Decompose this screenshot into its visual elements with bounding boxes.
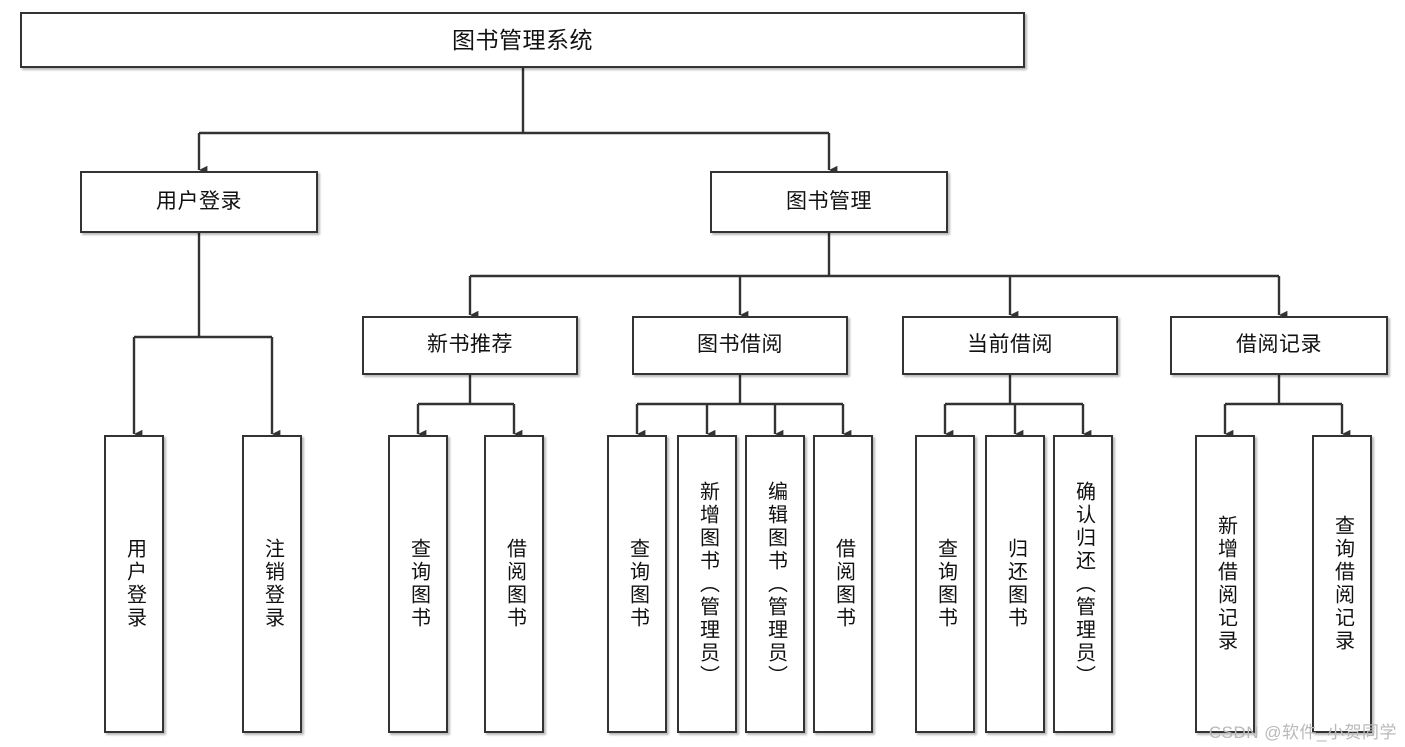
node-label: 注销登录 — [261, 538, 284, 630]
node-leaf-query-book-current[interactable]: 查询图书 — [915, 435, 975, 733]
node-label: 图书管理系统 — [452, 26, 593, 53]
node-label: 查询图书 — [626, 538, 649, 630]
node-leaf-user-login[interactable]: 用户登录 — [104, 435, 164, 733]
node-book-manage[interactable]: 图书管理 — [710, 171, 948, 233]
node-label: 用户登录 — [156, 189, 242, 213]
node-leaf-query-book-rec[interactable]: 查询图书 — [388, 435, 448, 733]
node-label: 当前借阅 — [967, 333, 1053, 357]
node-label: 查询图书 — [934, 538, 957, 630]
node-new-book-recommend[interactable]: 新书推荐 — [362, 316, 578, 375]
node-label: 查询借阅记录 — [1331, 515, 1354, 653]
node-label: 确认归还（管理员） — [1072, 480, 1095, 688]
node-leaf-add-book[interactable]: 新增图书（管理员） — [677, 435, 737, 733]
node-leaf-add-record[interactable]: 新增借阅记录 — [1195, 435, 1255, 733]
node-label: 新增图书（管理员） — [696, 480, 719, 688]
node-root-root[interactable]: 图书管理系统 — [20, 12, 1025, 68]
node-leaf-user-logout[interactable]: 注销登录 — [242, 435, 302, 733]
node-label: 借阅图书 — [832, 538, 855, 630]
connector-group — [132, 68, 1351, 439]
node-label: 查询图书 — [407, 538, 430, 630]
node-label: 新书推荐 — [427, 333, 513, 357]
node-borrow-record[interactable]: 借阅记录 — [1170, 316, 1388, 375]
node-label: 新增借阅记录 — [1214, 515, 1237, 653]
node-label: 用户登录 — [123, 538, 146, 630]
node-leaf-query-record[interactable]: 查询借阅记录 — [1312, 435, 1372, 733]
node-leaf-borrow-book-rec[interactable]: 借阅图书 — [484, 435, 544, 733]
node-label: 借阅记录 — [1236, 333, 1322, 357]
node-label: 编辑图书（管理员） — [764, 480, 787, 688]
node-label: 归还图书 — [1004, 538, 1027, 630]
node-leaf-query-book-borrow[interactable]: 查询图书 — [607, 435, 667, 733]
node-leaf-return-book[interactable]: 归还图书 — [985, 435, 1045, 733]
node-leaf-confirm-return[interactable]: 确认归还（管理员） — [1053, 435, 1113, 733]
node-label: 借阅图书 — [503, 538, 526, 630]
node-user-login[interactable]: 用户登录 — [80, 171, 318, 233]
node-label: 图书借阅 — [697, 333, 783, 357]
node-leaf-edit-book[interactable]: 编辑图书（管理员） — [745, 435, 805, 733]
node-leaf-borrow-book[interactable]: 借阅图书 — [813, 435, 873, 733]
node-book-borrow[interactable]: 图书借阅 — [632, 316, 848, 375]
node-label: 图书管理 — [786, 189, 872, 213]
node-current-borrow[interactable]: 当前借阅 — [902, 316, 1118, 375]
